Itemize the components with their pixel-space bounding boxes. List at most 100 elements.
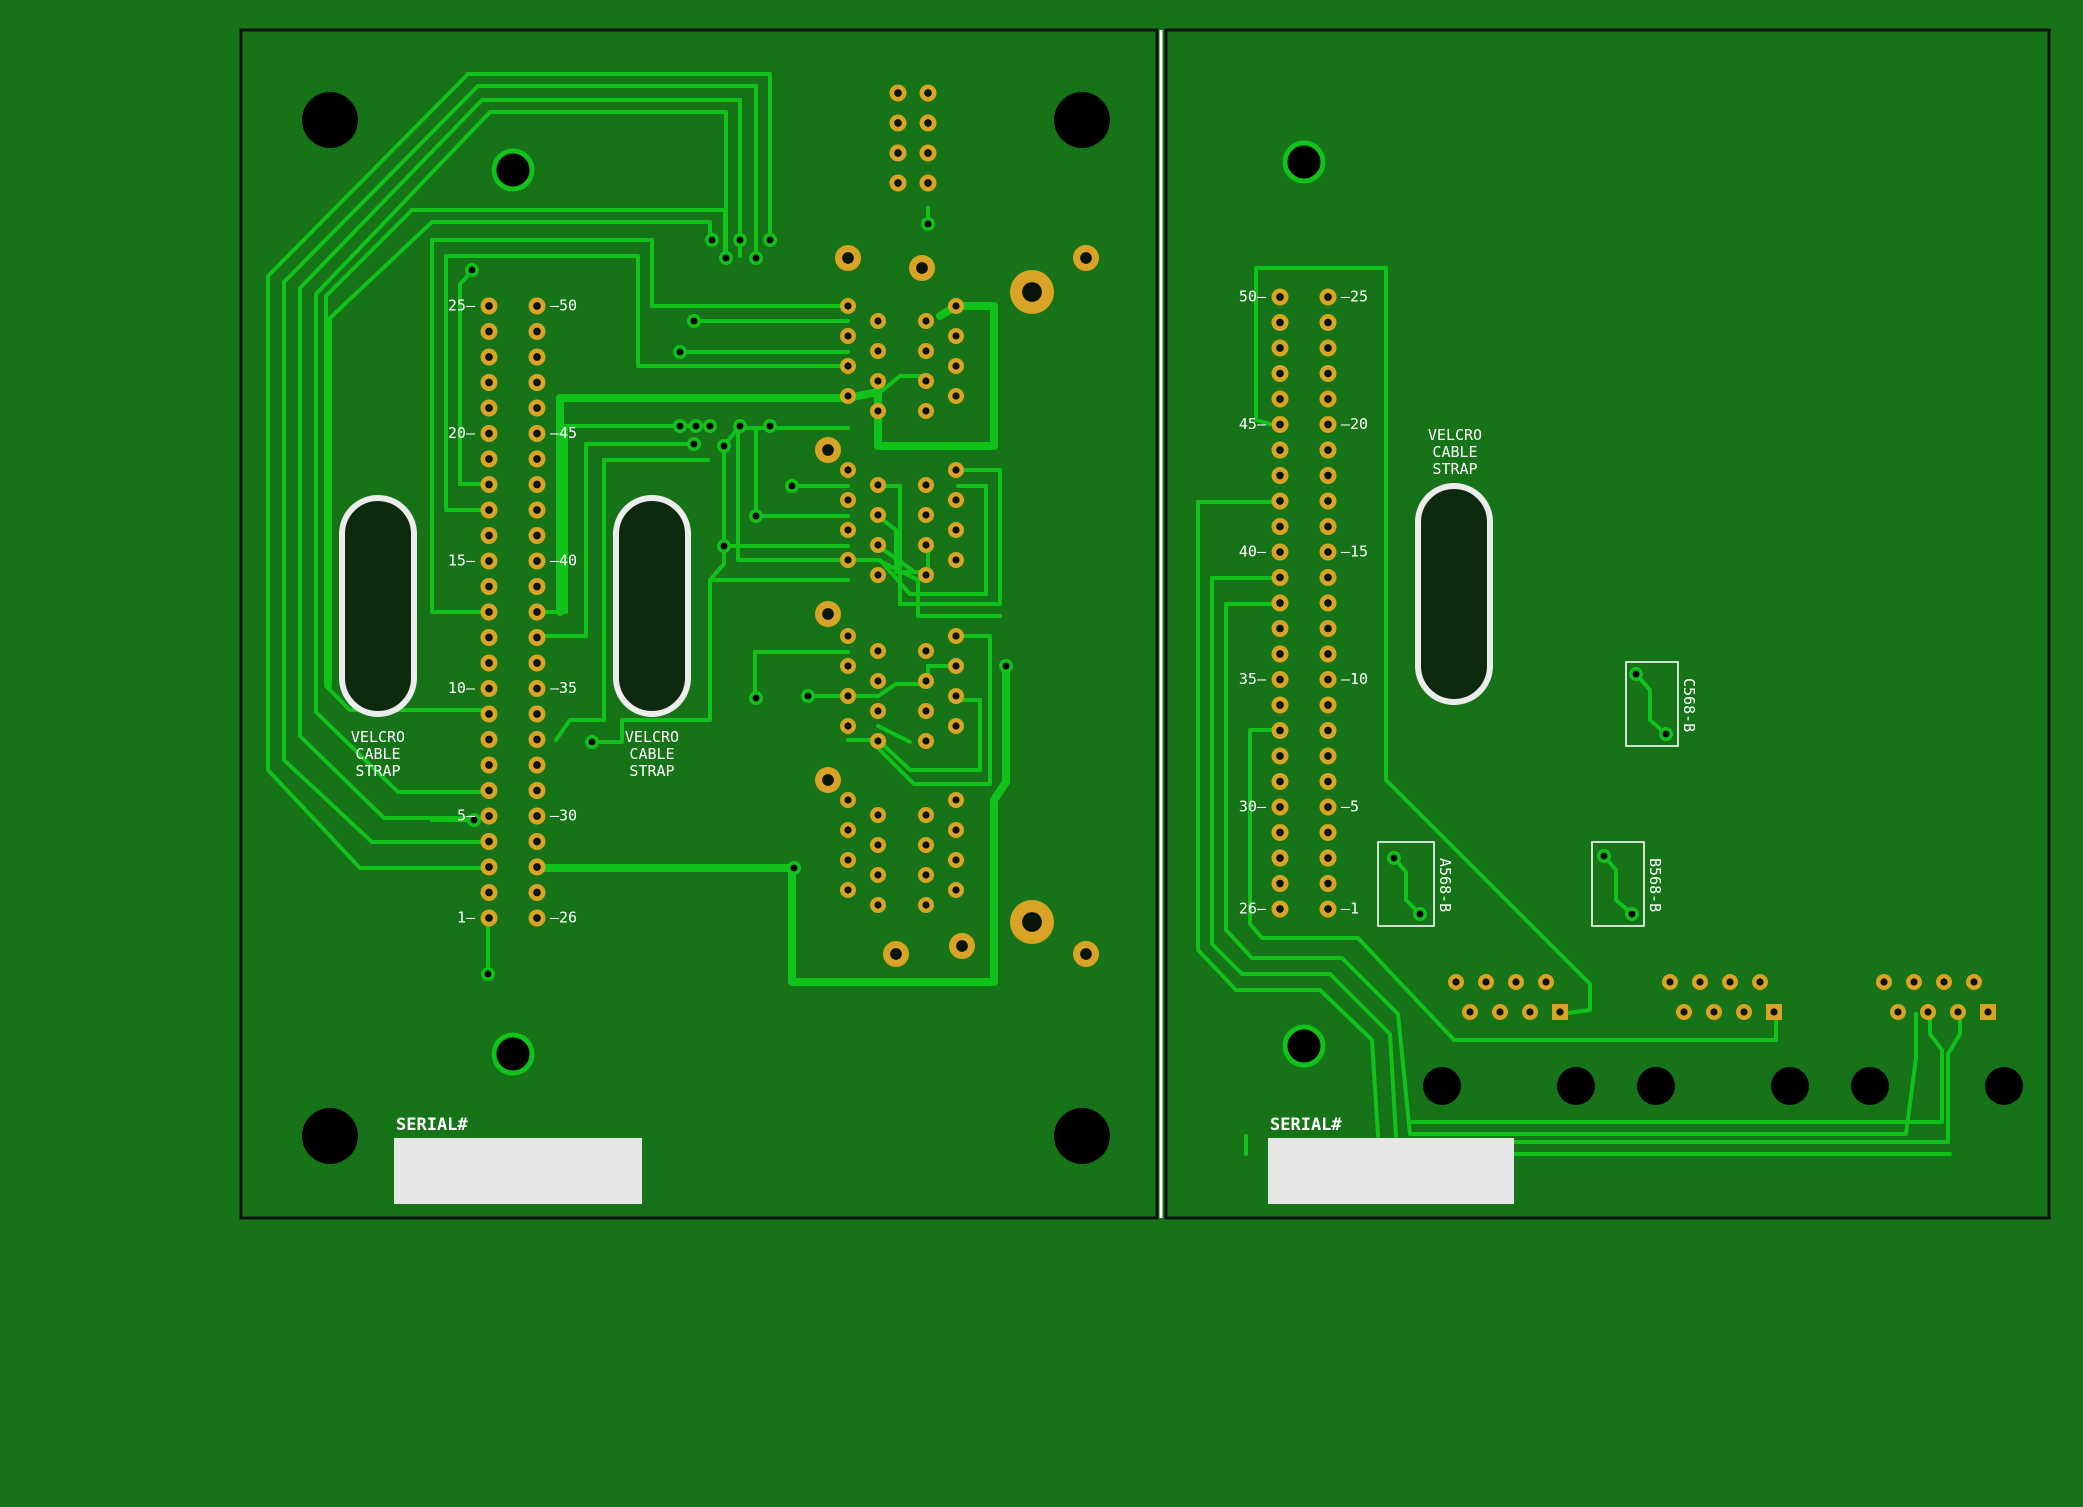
via-drill (788, 482, 796, 490)
pad-drill (844, 826, 852, 834)
pad-drill (533, 327, 541, 336)
pin-number-label: 5– (457, 807, 476, 825)
pad-drill (874, 811, 882, 819)
pad-drill (874, 347, 882, 355)
pad-drill (485, 429, 493, 438)
pad-drill (533, 761, 541, 769)
pad-drill (1726, 978, 1734, 986)
pad-drill (485, 506, 493, 514)
pad-drill (1970, 978, 1978, 986)
trace (266, 72, 772, 870)
via-drill (468, 266, 476, 274)
pad-drill (844, 392, 852, 400)
pad-drill (485, 761, 493, 769)
jack-footprint-c (1625, 661, 1679, 747)
via-drill (470, 816, 478, 824)
pad-drill (874, 677, 882, 685)
pad-drill (1276, 752, 1284, 760)
pad-drill (1276, 548, 1284, 556)
jack-footprint-b (1591, 841, 1645, 927)
trace (876, 468, 1002, 606)
pin-number-label: 45– (1239, 415, 1267, 433)
pad-drill (874, 511, 882, 519)
pad-drill (1324, 701, 1332, 709)
pad-drill (1324, 497, 1332, 505)
copper-traces (266, 72, 1962, 1156)
pin-number-label: –1 (1341, 900, 1359, 918)
pad-drill (922, 317, 930, 325)
pad-drill (1276, 675, 1284, 684)
pin-number-label: 35– (1239, 670, 1267, 688)
mounting-hole (1282, 140, 1326, 184)
pad-drill (1512, 978, 1520, 986)
pad-drill (844, 332, 852, 340)
right-board-silkscreen: 50–45–40–35–30–26– –25–20–15–10–5–1 VELC… (1239, 288, 1698, 1204)
pads (465, 84, 1996, 1020)
pad-drill (952, 526, 960, 534)
pad-drill (1924, 1008, 1932, 1016)
pin-number-label: –5 (1341, 798, 1359, 816)
pad-drill (485, 608, 493, 616)
pad-drill (1770, 1008, 1778, 1016)
via-drill (676, 422, 684, 430)
pad-drill (1276, 701, 1284, 709)
pad-drill (922, 481, 930, 489)
pad-drill (485, 659, 493, 667)
pad-drill (485, 786, 493, 795)
mounting-hole (302, 92, 358, 148)
trace (314, 110, 728, 794)
pad-drill (924, 179, 932, 187)
pad-drill (533, 812, 541, 820)
pad-drill (1666, 978, 1674, 986)
pad-drill (1324, 318, 1332, 327)
mounting-hole (1054, 92, 1110, 148)
pad-drill (485, 353, 493, 361)
via-drill (766, 422, 774, 430)
slot-label-1-line3: STRAP (355, 762, 400, 780)
via-drill (752, 694, 760, 702)
pad-drill (1324, 624, 1332, 633)
serial-box-right[interactable] (1268, 1138, 1514, 1204)
pin-number-label: 40– (1239, 543, 1267, 561)
pad-drill (485, 455, 493, 463)
pad-drill (1894, 1008, 1902, 1016)
pad-drill (874, 317, 882, 325)
via-drill (752, 254, 760, 262)
via-drill (708, 236, 716, 244)
pad-drill (874, 901, 882, 909)
pin-number-label: 20– (448, 424, 476, 442)
pad-drill (874, 871, 882, 879)
pad-drill (485, 404, 493, 412)
pad-drill (533, 735, 541, 744)
via-drill (690, 440, 698, 448)
pad-drill (874, 841, 882, 849)
pad-drill (533, 557, 541, 565)
trace (1634, 672, 1668, 736)
pad-drill (874, 707, 882, 715)
pad-drill (952, 496, 960, 504)
pad-drill (1276, 854, 1284, 862)
pad-drill (1276, 497, 1284, 505)
pad-drill (1276, 803, 1284, 811)
pad-drill (1324, 854, 1332, 862)
pad-drill (894, 89, 902, 97)
pad-drill (1696, 978, 1704, 986)
pad-drill (844, 662, 852, 670)
pad-drill (1940, 978, 1948, 986)
pad-drill (1324, 522, 1332, 531)
serial-box-left[interactable] (394, 1138, 642, 1204)
pad-drill (952, 302, 960, 310)
pad-drill (1080, 252, 1092, 264)
pad-drill (844, 496, 852, 504)
pad-drill (924, 149, 932, 157)
pin-number-label: –20 (1341, 415, 1368, 433)
trace (534, 424, 696, 614)
pad-drill (533, 302, 541, 310)
mounting-hole (302, 1108, 358, 1164)
pad-drill (485, 378, 493, 387)
via-drill (692, 422, 700, 430)
mounting-hole (1557, 1067, 1595, 1105)
pad-drill (1324, 879, 1332, 888)
pad-drill (1542, 978, 1550, 986)
